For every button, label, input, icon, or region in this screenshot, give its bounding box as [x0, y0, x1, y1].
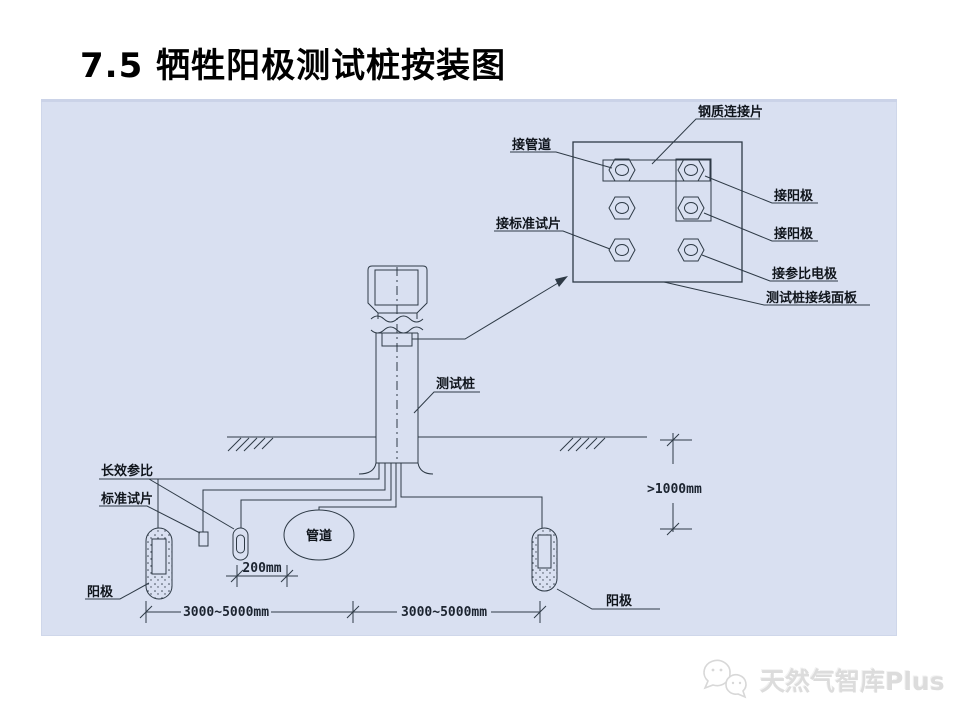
- buried-wires: [99, 463, 543, 532]
- reference-core: [236, 534, 245, 554]
- hex-nut: [608, 238, 636, 262]
- steel-connector-strip: [602, 159, 711, 182]
- pipeline-ellipse: [283, 509, 355, 561]
- anode-terminal-label: 接阳极: [774, 188, 814, 204]
- chat-bubbles-icon: [703, 659, 747, 699]
- leader-line: [556, 588, 660, 610]
- wire-pipeline: [318, 463, 397, 510]
- pipeline-label: 管道: [306, 528, 332, 544]
- leader-line: [651, 118, 760, 165]
- post-cap: [367, 265, 428, 314]
- anode-label: 阳极: [606, 593, 633, 609]
- post-base-flare: [358, 462, 377, 475]
- test-post: 测试桩: [358, 265, 568, 475]
- leader-line: [703, 212, 818, 242]
- steel-connector-label: 钢质连接片: [698, 104, 763, 120]
- anode-terminal-label: 接阳极: [774, 226, 814, 242]
- right-connector-strip: [675, 158, 712, 222]
- dimension-200mm: 200mm: [226, 561, 298, 587]
- panel-outline: [572, 141, 743, 283]
- dimension-spacing-right: 3000~5000mm: [353, 601, 547, 623]
- left-anode: 阳极: [85, 527, 173, 600]
- anode-core: [151, 538, 167, 575]
- connection-panel-detail: 钢质连接片 接管道 接阳极 接阳极 接参比电极 接标准试片 测试桩接线面板: [494, 104, 870, 306]
- watermark-text: 天然气智库Plus: [760, 667, 945, 696]
- leader-line: [85, 582, 150, 600]
- pipe-terminal-label: 接管道: [512, 137, 551, 153]
- soil-hatch: [559, 437, 606, 452]
- reference-body: [232, 527, 249, 561]
- wire-reference: [240, 463, 392, 528]
- right-anode: 阳极: [531, 527, 660, 610]
- dimension-text: 200mm: [242, 561, 281, 576]
- hex-nut: [677, 158, 705, 182]
- hex-nut: [608, 158, 636, 182]
- leader-line: [701, 254, 838, 282]
- leader-line: [413, 391, 480, 414]
- leader-line: [704, 175, 818, 204]
- dimension-text: 3000~5000mm: [401, 605, 487, 620]
- leader-line: [148, 478, 235, 530]
- reference-terminal-label: 接参比电极: [772, 266, 838, 282]
- standard-coupon: 标准试片: [99, 491, 209, 547]
- dimension-text: >1000mm: [647, 482, 702, 497]
- test-post-label: 测试桩: [436, 376, 475, 392]
- post-base-flare: [417, 462, 434, 475]
- anode-core: [537, 534, 552, 569]
- watermark: 天然气智库Plus: [700, 652, 960, 708]
- panel-caption-label: 测试桩接线面板: [766, 290, 858, 306]
- coupon-body: [198, 531, 209, 547]
- page-title: 7.5 牺牲阳极测试桩按装图: [80, 46, 507, 86]
- installation-diagram-canvas: 钢质连接片 接管道 接阳极 接阳极 接参比电极 接标准试片 测试桩接线面板: [41, 99, 897, 636]
- detail-callout-line: [412, 282, 559, 340]
- hex-nut: [677, 238, 705, 262]
- dimension-spacing-left: 3000~5000mm: [139, 601, 360, 623]
- hex-nut: [677, 196, 705, 220]
- standard-coupon-label: 标准试片: [100, 491, 153, 507]
- installation-diagram: 钢质连接片 接管道 接阳极 接阳极 接参比电极 接标准试片 测试桩接线面板: [85, 104, 870, 623]
- leader-line: [494, 230, 611, 250]
- pipeline: 管道: [283, 509, 355, 561]
- leader-line: [663, 281, 870, 306]
- leader-line: [510, 151, 613, 169]
- arrow-head-icon: [555, 276, 568, 287]
- dimension-text: 3000~5000mm: [183, 605, 269, 620]
- long-term-reference-label: 长效参比: [101, 463, 153, 479]
- wire-standard-coupon: [202, 463, 386, 532]
- dimension-burial-depth: >1000mm: [647, 433, 702, 536]
- hex-nut: [608, 196, 636, 220]
- leader-line: [99, 505, 201, 534]
- soil-hatch: [227, 437, 274, 452]
- ground-line: [227, 436, 647, 452]
- wire-right-anode: [400, 463, 543, 528]
- anode-label: 阳极: [87, 584, 114, 600]
- wire-left-anode: [99, 463, 380, 480]
- coupon-terminal-label: 接标准试片: [496, 216, 561, 232]
- reference-electrode: 长效参比: [101, 463, 249, 561]
